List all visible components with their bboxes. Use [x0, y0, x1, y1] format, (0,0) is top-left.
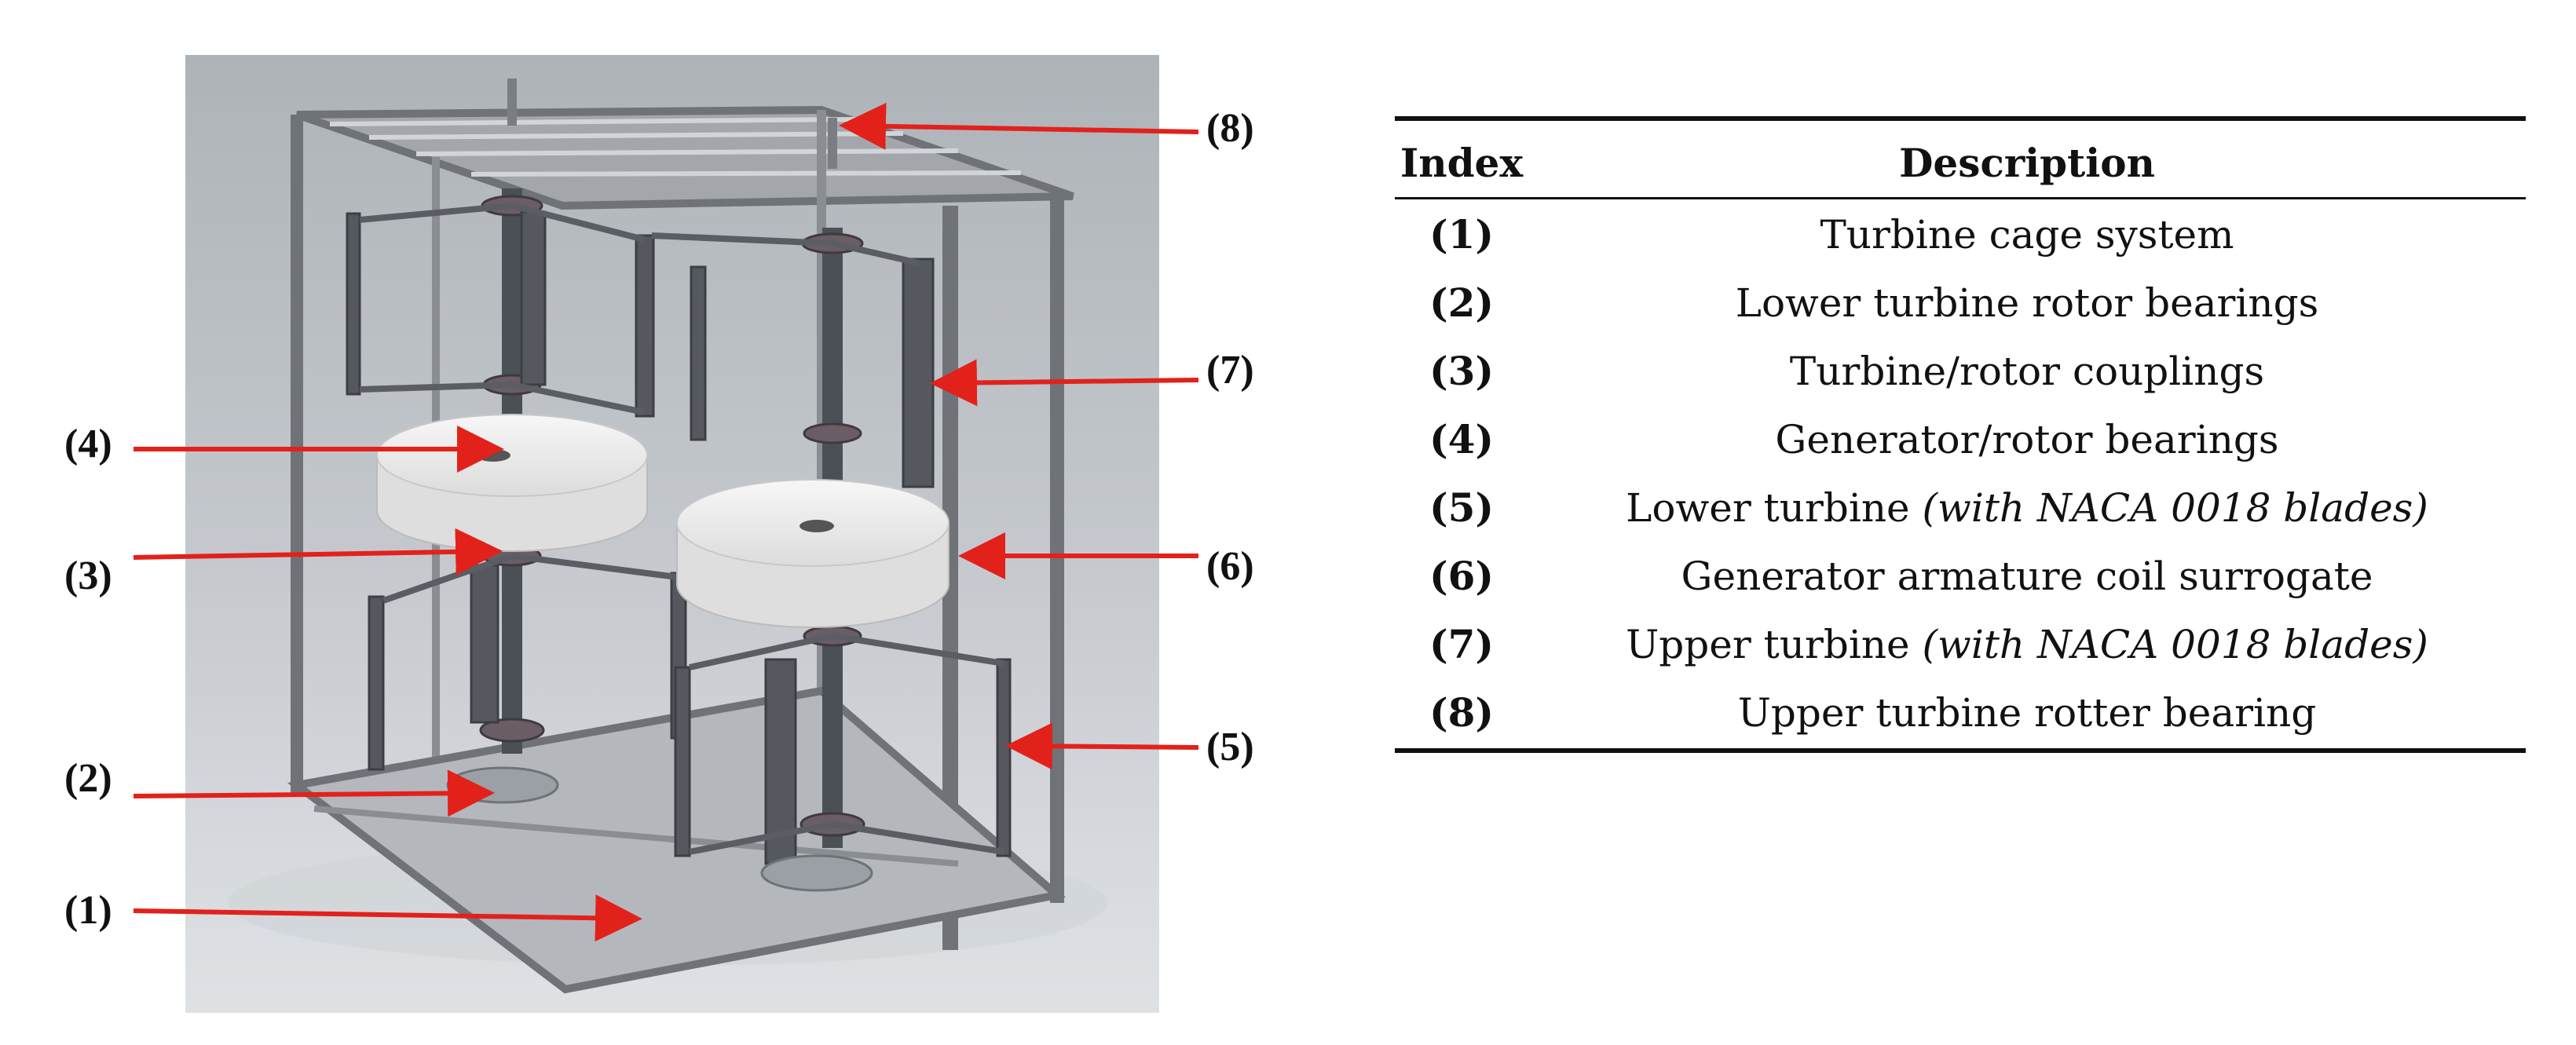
- generator-coil-discs: [376, 414, 950, 628]
- callout-label-5: (5): [1206, 725, 1254, 769]
- turbine-blades: [346, 210, 1012, 865]
- row-index: (3): [1429, 348, 1495, 394]
- row-description: Lower turbine rotor bearings: [1735, 280, 2319, 326]
- row-description: Generator armature coil surrogate: [1681, 553, 2373, 599]
- row-description: Turbine/rotor couplings: [1789, 348, 2265, 394]
- table-row: (8) Upper turbine rotter bearing: [1395, 678, 2526, 753]
- turbine-rig-illustration: [133, 55, 1199, 1013]
- arrow-1: [133, 894, 642, 942]
- table-row: (3) Turbine/rotor couplings: [1395, 336, 2526, 404]
- table-row: (7) Upper turbine (with NACA 0018 blades…: [1395, 609, 2526, 678]
- callout-label-7: (7): [1206, 348, 1254, 393]
- arrow-3: [133, 528, 503, 575]
- callout-label-4: (4): [64, 422, 112, 466]
- callout-label-2: (2): [64, 756, 112, 801]
- row-description: Generator/rotor bearings: [1775, 416, 2279, 462]
- row-description: Turbine cage system: [1820, 211, 2234, 258]
- callout-arrows: [133, 102, 1199, 942]
- arrow-8: [839, 102, 1199, 150]
- arrow-7: [930, 359, 1199, 407]
- row-description: Lower turbine (with NACA 0018 blades): [1626, 484, 2428, 531]
- row-index: (1): [1429, 211, 1495, 258]
- component-legend-table: Index Description (1) Turbine cage syste…: [1395, 116, 2526, 753]
- table-row: (6) Generator armature coil surrogate: [1395, 541, 2526, 609]
- row-description: Upper turbine (with NACA 0018 blades): [1626, 621, 2428, 667]
- row-index: (6): [1429, 553, 1495, 599]
- row-index: (2): [1429, 280, 1495, 326]
- table-row: (4) Generator/rotor bearings: [1395, 404, 2526, 473]
- blade-struts: [359, 203, 1004, 855]
- row-index: (7): [1429, 621, 1495, 667]
- arrow-2: [133, 769, 495, 817]
- table-row: (2) Lower turbine rotor bearings: [1395, 268, 2526, 336]
- header-description: Description: [1528, 116, 2526, 199]
- header-index: Index: [1395, 116, 1528, 199]
- callout-label-6: (6): [1206, 544, 1254, 589]
- arrow-5: [1005, 722, 1199, 770]
- callout-label-3: (3): [64, 554, 112, 598]
- row-index: (5): [1429, 484, 1495, 531]
- table-row: (5) Lower turbine (with NACA 0018 blades…: [1395, 473, 2526, 541]
- callout-label-1: (1): [64, 888, 112, 933]
- row-description: Upper turbine rotter bearing: [1528, 678, 2526, 753]
- row-index: (4): [1429, 416, 1495, 462]
- upper-bearing-bolts: [507, 79, 837, 169]
- table-header-row: Index Description: [1395, 116, 2526, 199]
- row-index: (8): [1395, 678, 1528, 753]
- callout-label-8: (8): [1206, 106, 1254, 151]
- table-row: (1) Turbine cage system: [1395, 199, 2526, 269]
